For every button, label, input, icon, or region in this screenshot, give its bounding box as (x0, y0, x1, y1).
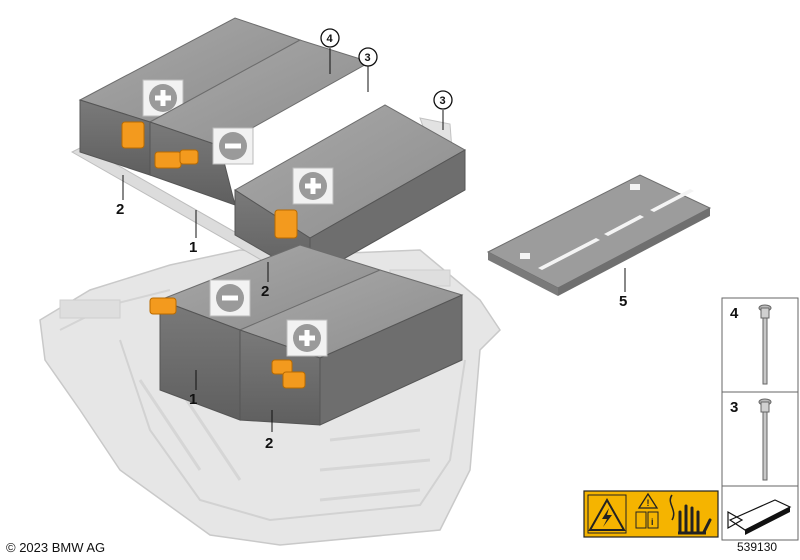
battery-module-lower-left (158, 244, 382, 421)
callout-label: 5 (619, 293, 627, 310)
long-bolt-icon (758, 304, 772, 385)
panel-label-3: 3 (730, 399, 738, 416)
minus-terminal-symbol (219, 132, 247, 160)
battery-module-upper-right (234, 104, 467, 279)
high-voltage-warning-icon (587, 494, 627, 534)
callout-label: 3 (365, 52, 371, 64)
orange-hv-connectors-upper (121, 121, 298, 239)
insulation-plate (486, 174, 712, 296)
callout-label: 1 (189, 391, 197, 408)
battery-module-upper-left (78, 17, 302, 176)
leader-lines (122, 48, 626, 432)
battery-module-lower-right (238, 269, 464, 426)
callout-label: 2 (116, 201, 124, 218)
callout-label: 2 (265, 435, 273, 452)
svg-text:i: i (651, 517, 654, 527)
plus-terminal-symbol (149, 84, 177, 112)
callout-label: 2 (261, 283, 269, 300)
no-touch-hand-icon (669, 494, 712, 535)
plus-terminal-symbol (299, 172, 327, 200)
circled-callouts (320, 28, 453, 110)
orange-hv-connectors-lower (149, 297, 306, 389)
svg-text:!: ! (647, 498, 650, 508)
minus-terminal-symbol (216, 284, 244, 312)
parts-panel: 4 3 (721, 297, 799, 541)
callout-label: 1 (189, 239, 197, 256)
diagram-number: 539130 (737, 540, 778, 554)
plus-terminal-symbol (293, 324, 321, 352)
warning-label: ! i (583, 490, 719, 538)
mounting-direction-icon (727, 499, 792, 535)
caution-read-manual-icon: ! i (635, 492, 659, 529)
copyright-notice: © 2023 BMW AG (6, 540, 106, 555)
callout-label: 3 (440, 95, 446, 107)
panel-label-4: 4 (730, 305, 739, 322)
callout-label: 4 (327, 33, 334, 45)
bolt-icon (758, 398, 772, 481)
